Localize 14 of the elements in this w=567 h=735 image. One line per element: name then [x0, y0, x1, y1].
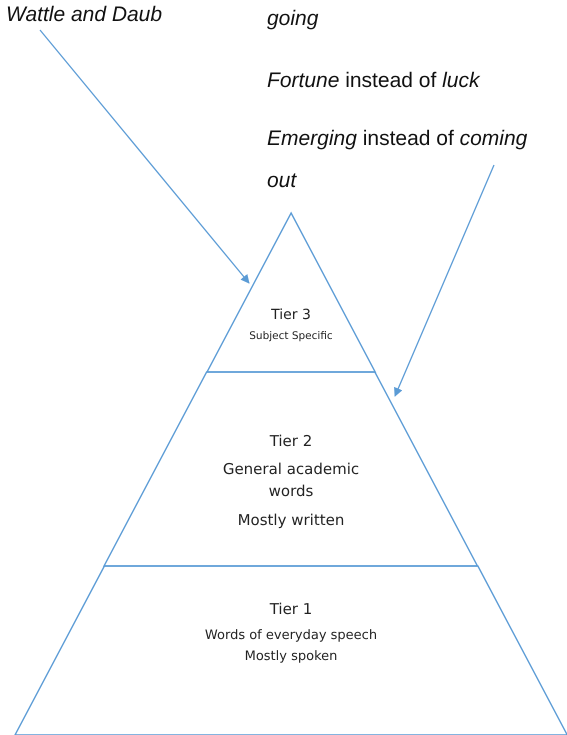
arrow — [394, 164, 495, 397]
tier-description: Mostly spoken — [244, 648, 338, 666]
tier-title: Tier 1 — [270, 599, 312, 620]
arrow — [40, 30, 250, 284]
tier-description: Subject Specific — [249, 329, 333, 344]
tier-description: Words of everyday speech — [204, 626, 378, 645]
tier-title: Tier 3 — [271, 306, 311, 325]
annotation-text: Emerging instead of coming out — [267, 118, 537, 202]
tier-description: General academic words — [222, 458, 360, 502]
tier-title: Tier 2 — [270, 431, 312, 452]
annotation-text: Wattle and Daub — [6, 0, 246, 36]
tier-description: Mostly written — [238, 510, 344, 532]
example-text: going — [267, 6, 320, 32]
example-text: Fortune instead of luck — [267, 68, 481, 94]
